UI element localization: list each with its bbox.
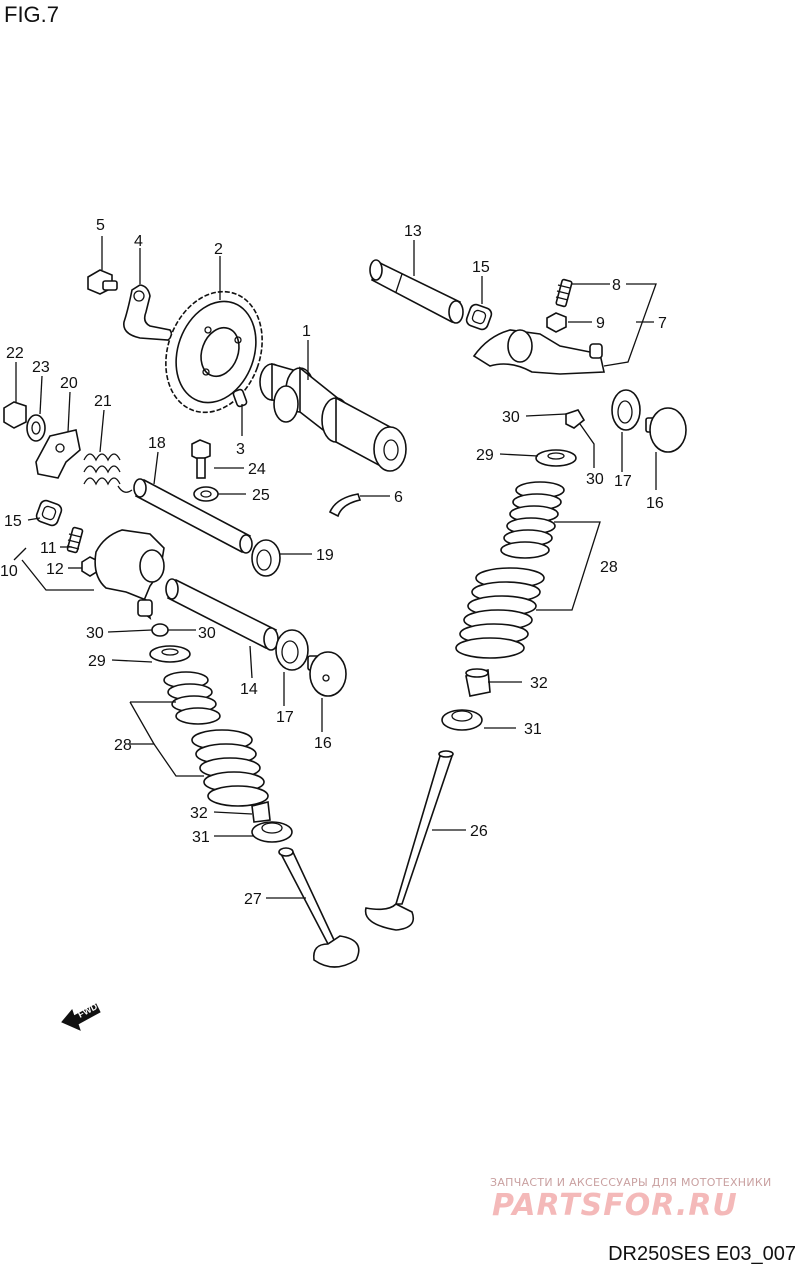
part-21-spring[interactable] xyxy=(83,453,133,493)
part-26-valve[interactable] xyxy=(364,750,454,931)
part-13-rocker-shaft[interactable] xyxy=(369,259,464,324)
callout-27[interactable]: 27 xyxy=(244,891,262,908)
part-23-washer[interactable] xyxy=(26,414,46,442)
part-28-springs-right[interactable] xyxy=(455,481,565,659)
callout-25[interactable]: 25 xyxy=(252,487,270,504)
callout-31-right[interactable]: 31 xyxy=(524,721,542,738)
part-19-bushing[interactable] xyxy=(251,539,281,577)
callout-18[interactable]: 18 xyxy=(148,435,166,452)
callout-14[interactable]: 14 xyxy=(240,681,258,698)
callout-20[interactable]: 20 xyxy=(60,375,78,392)
callout-23[interactable]: 23 xyxy=(32,359,50,376)
callout-32-right[interactable]: 32 xyxy=(530,675,548,692)
part-17-bushing-left[interactable] xyxy=(275,629,309,671)
part-6-clip[interactable] xyxy=(328,493,362,518)
callout-17-right[interactable]: 17 xyxy=(614,473,632,490)
part-31-seat-left[interactable] xyxy=(251,821,293,843)
callout-28-left[interactable]: 28 xyxy=(114,737,132,754)
callout-15-top[interactable]: 15 xyxy=(472,259,490,276)
part-31-seat-right[interactable] xyxy=(441,709,483,731)
part-27-valve[interactable] xyxy=(278,847,360,968)
callout-7[interactable]: 7 xyxy=(658,315,667,332)
callout-32-left[interactable]: 32 xyxy=(190,805,208,822)
part-22-nut[interactable] xyxy=(3,401,27,429)
callout-8[interactable]: 8 xyxy=(612,277,621,294)
part-11-adjust-screw[interactable] xyxy=(66,526,84,554)
diagram-code: DR250SES E03_007 xyxy=(608,1243,796,1265)
callout-28-right[interactable]: 28 xyxy=(600,559,618,576)
part-18-shaft[interactable] xyxy=(133,478,253,554)
part-16-cap-right[interactable] xyxy=(645,407,687,453)
callout-24[interactable]: 24 xyxy=(248,461,266,478)
part-20-plate[interactable] xyxy=(35,429,81,479)
callout-31-left[interactable]: 31 xyxy=(192,829,210,846)
callout-1[interactable]: 1 xyxy=(302,323,311,340)
part-28-springs-left[interactable] xyxy=(163,671,269,807)
callout-21[interactable]: 21 xyxy=(94,393,112,410)
callout-10[interactable]: 10 xyxy=(0,563,18,580)
part-30-cotter-left[interactable] xyxy=(151,623,169,637)
callout-9[interactable]: 9 xyxy=(596,315,605,332)
callout-26[interactable]: 26 xyxy=(470,823,488,840)
part-29-retainer-left[interactable] xyxy=(149,645,191,663)
part-32-seal-right[interactable] xyxy=(465,668,491,697)
callout-30-b[interactable]: 30 xyxy=(198,625,216,642)
part-17-bushing-right[interactable] xyxy=(611,389,641,431)
part-15-seal-left[interactable] xyxy=(35,499,63,527)
part-30-cotter-right[interactable] xyxy=(565,409,586,429)
callout-15-left[interactable]: 15 xyxy=(4,513,22,530)
callout-12[interactable]: 12 xyxy=(46,561,64,578)
part-29-retainer-right[interactable] xyxy=(535,449,577,467)
callout-11[interactable]: 11 xyxy=(40,540,57,557)
part-7-rocker-arm[interactable] xyxy=(472,329,605,375)
part-8-adjust-screw[interactable] xyxy=(555,278,573,308)
part-25-washer[interactable] xyxy=(193,486,219,502)
part-1-camshaft[interactable] xyxy=(259,362,407,472)
part-3-pin[interactable] xyxy=(232,388,248,408)
callout-29-right[interactable]: 29 xyxy=(476,447,494,464)
callout-6[interactable]: 6 xyxy=(394,489,403,506)
callout-labels: 5 4 2 1 3 24 25 6 13 15 8 9 7 22 23 20 2… xyxy=(0,217,667,908)
part-14-rocker-shaft[interactable] xyxy=(165,578,279,651)
part-16-cap-left[interactable] xyxy=(307,651,347,697)
figure-title: FIG.7 xyxy=(4,2,60,27)
callout-13[interactable]: 13 xyxy=(404,223,422,240)
part-15-seal-top[interactable] xyxy=(465,303,493,331)
part-32-seal-left[interactable] xyxy=(251,801,271,823)
watermark-logo: PARTSFOR.RU xyxy=(492,1188,738,1223)
callout-29-left[interactable]: 29 xyxy=(88,653,106,670)
callout-17-left[interactable]: 17 xyxy=(276,709,294,726)
watermark-caption: ЗАПЧАСТИ И АКСЕССУАРЫ ДЛЯ МОТОТЕХНИКИ xyxy=(490,1176,772,1189)
part-24-bolt[interactable] xyxy=(191,439,211,479)
part-2-cam-sprocket[interactable] xyxy=(150,278,279,426)
fwd-arrow-icon: FWD xyxy=(61,1001,101,1031)
part-9-nut[interactable] xyxy=(546,312,567,333)
callout-30-a[interactable]: 30 xyxy=(86,625,104,642)
part-10-rocker-arm[interactable] xyxy=(94,529,165,621)
callout-30-d[interactable]: 30 xyxy=(586,471,604,488)
callout-4[interactable]: 4 xyxy=(134,233,143,250)
leader-lines xyxy=(13,236,657,899)
callout-19[interactable]: 19 xyxy=(316,547,334,564)
part-5-bolt[interactable] xyxy=(87,269,118,295)
callout-30-c[interactable]: 30 xyxy=(502,409,520,426)
part-4-bracket[interactable] xyxy=(123,284,173,341)
callout-16-right[interactable]: 16 xyxy=(646,495,664,512)
callout-16-left[interactable]: 16 xyxy=(314,735,332,752)
callout-2[interactable]: 2 xyxy=(214,241,223,258)
callout-5[interactable]: 5 xyxy=(96,217,105,234)
callout-22[interactable]: 22 xyxy=(6,345,24,362)
callout-3[interactable]: 3 xyxy=(236,441,245,458)
